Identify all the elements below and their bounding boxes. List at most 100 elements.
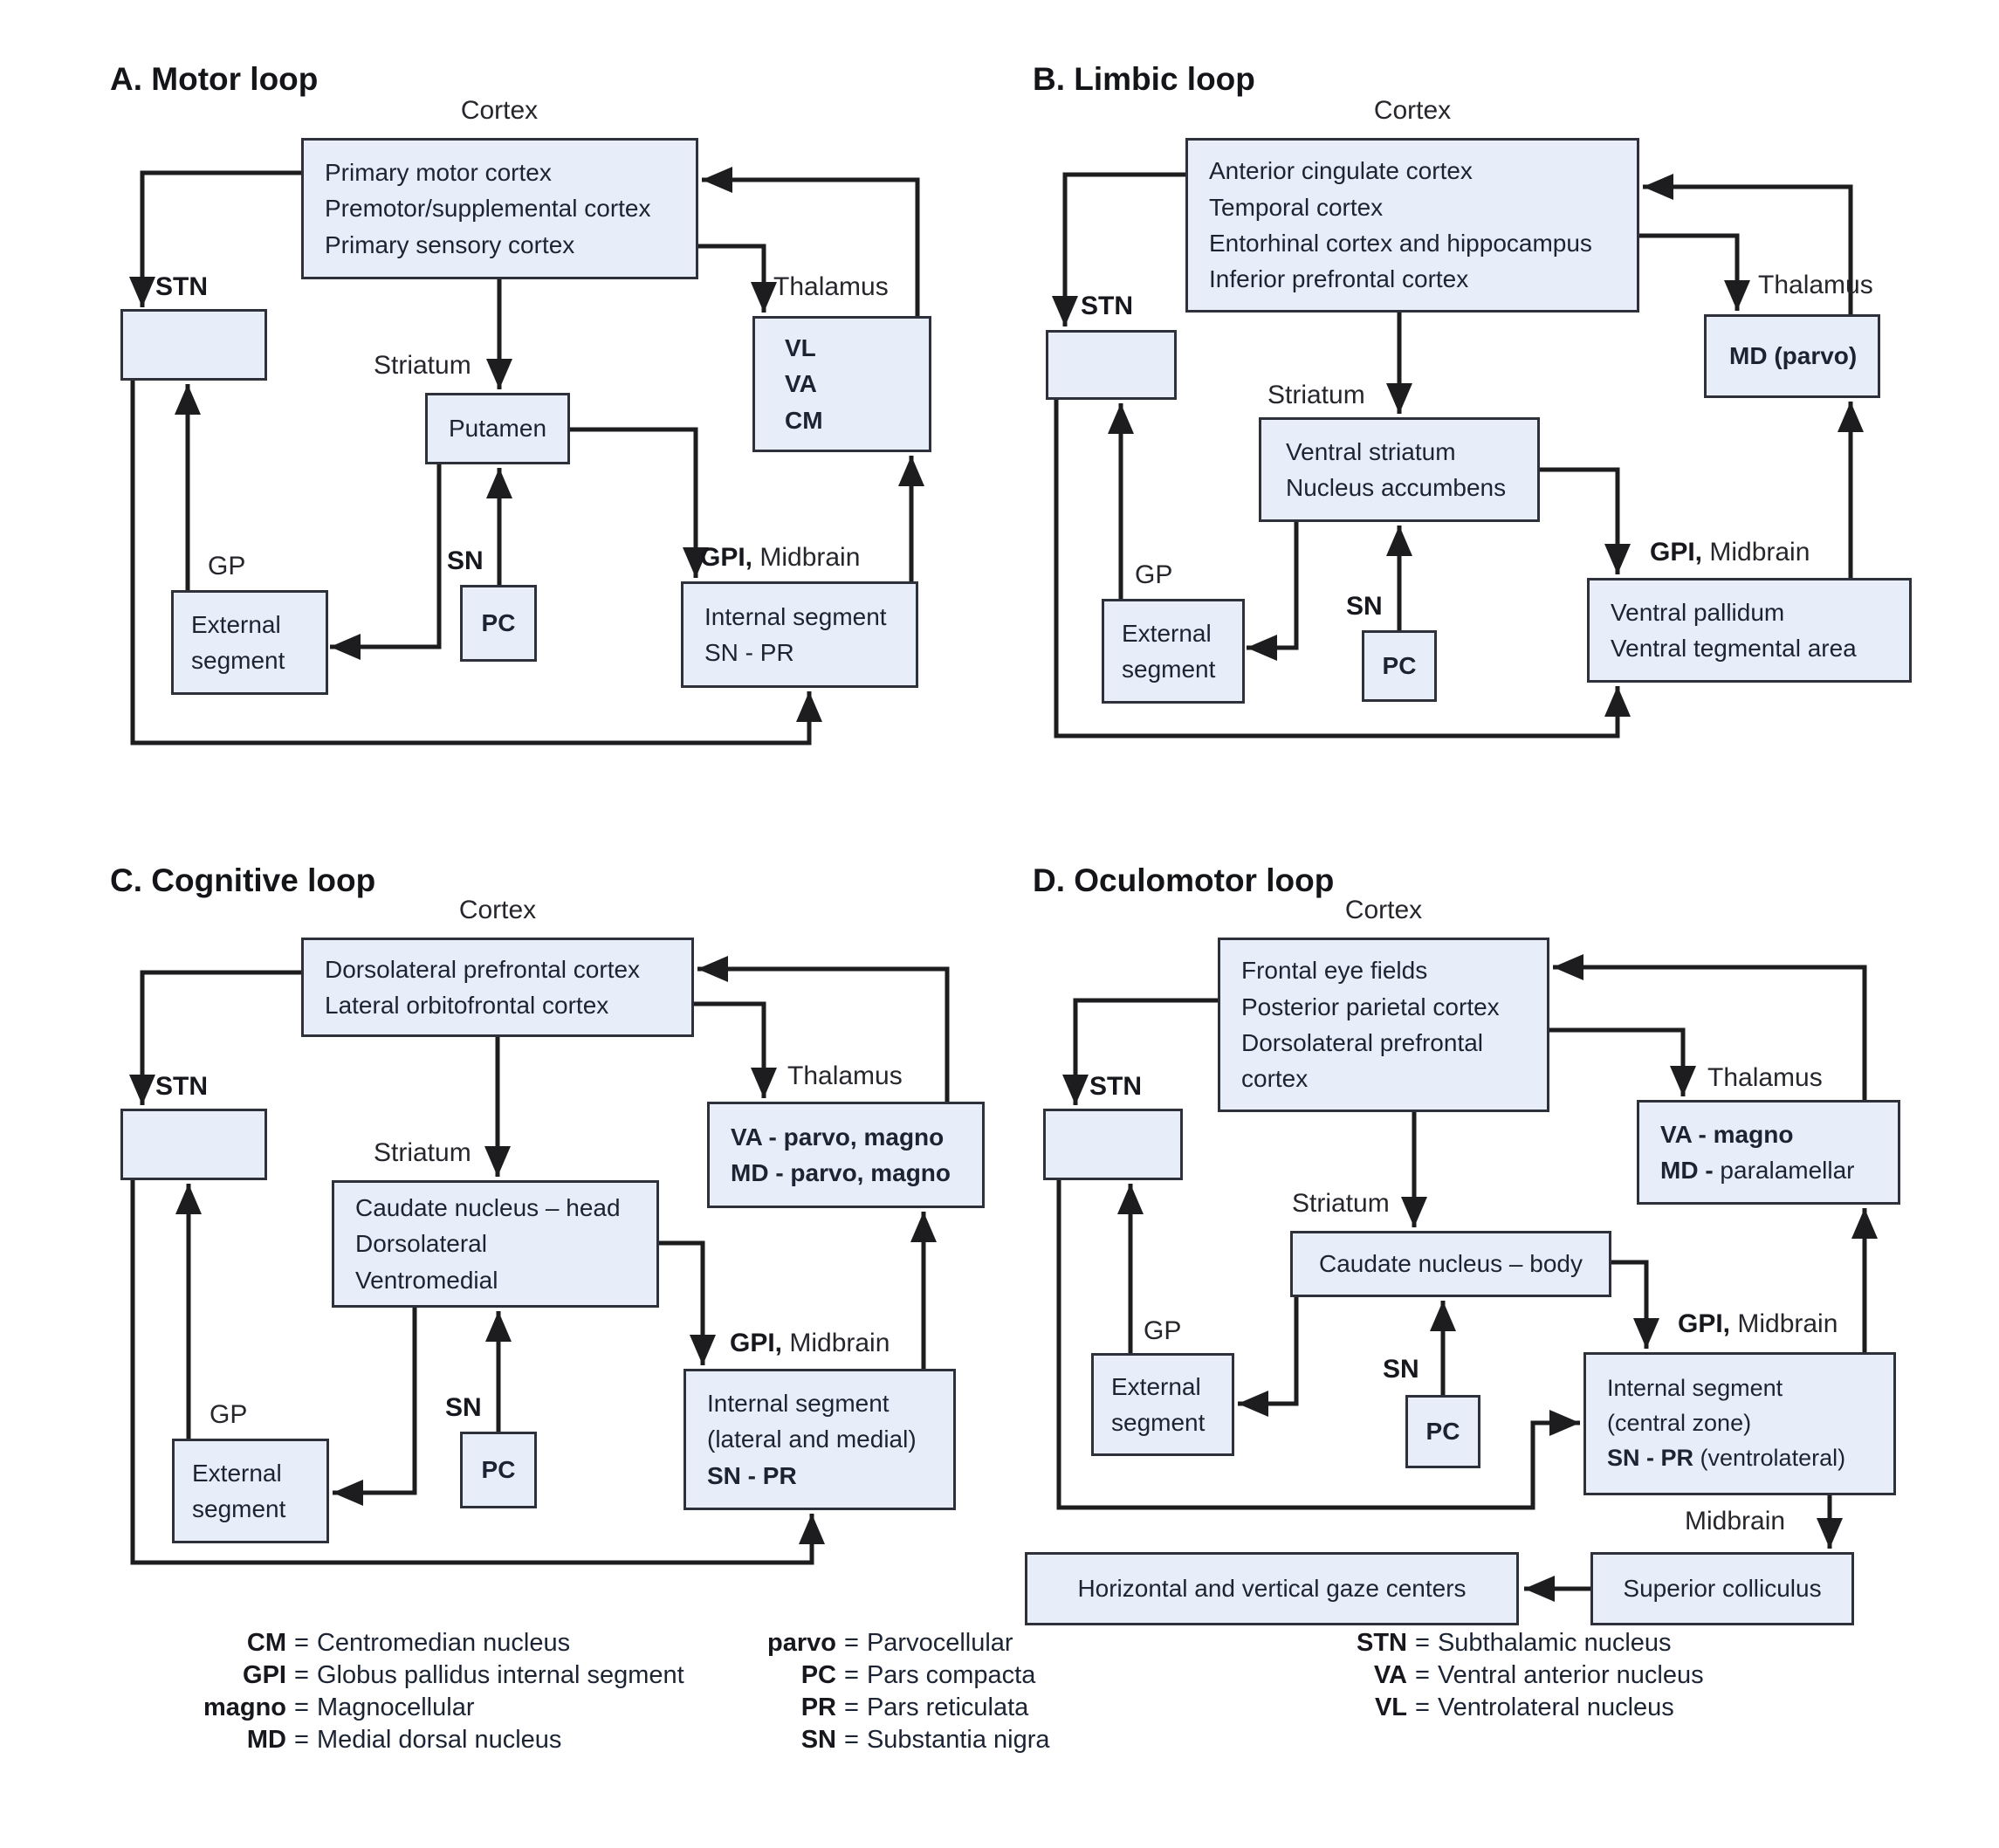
arrow-thalamus-to-cortex-d	[1553, 954, 1867, 1100]
arrow-cortex-to-stn-c	[129, 970, 301, 1105]
legend-def: Magnocellular	[316, 1693, 475, 1721]
arrow-thalamus-to-cortex-a	[702, 167, 920, 316]
legend-term: PC	[800, 1661, 836, 1689]
box-line: VA	[785, 370, 817, 398]
box-line: Internal segment	[704, 602, 887, 630]
cortex-label-c: Cortex	[458, 896, 537, 924]
box-line: Caudate nucleus – head	[355, 1193, 621, 1221]
box-line: Putamen	[448, 415, 547, 443]
legend-term: CM	[246, 1629, 286, 1657]
midbrain-label-d: Midbrain	[1685, 1507, 1786, 1535]
box-line: Ventral tegmental area	[1611, 635, 1857, 662]
pc-box-c: PC	[460, 1432, 537, 1508]
stn-box-a	[120, 309, 267, 381]
gpi-label-b: GPI, Midbrain	[1650, 538, 1810, 567]
legend-term: VA	[1373, 1661, 1407, 1689]
legend-row: VL =Ventrolateral nucleus	[1224, 1693, 1674, 1722]
sn-label-a: SN	[447, 546, 484, 575]
legend-equals: =	[844, 1693, 859, 1721]
sn-label-c: SN	[445, 1393, 482, 1422]
arrow-cortex-to-thalamus-b	[1639, 233, 1750, 311]
thalamus-label-b: Thalamus	[1758, 271, 1873, 299]
gpi-box-c: Internal segment (lateral and medial) SN -…	[684, 1369, 956, 1510]
legend-def: Pars reticulata	[866, 1693, 1029, 1721]
box-line: MD - paralamellar	[1660, 1157, 1855, 1184]
box-line: Anterior cingulate cortex	[1209, 157, 1473, 185]
box-line: Premotor/supplemental cortex	[325, 195, 651, 223]
gpi-label-a: GPI, Midbrain	[700, 543, 860, 573]
arrow-striatum-to-gpi-b	[1540, 467, 1631, 574]
gaze-centers-box-d: Horizontal and vertical gaze centers	[1025, 1552, 1519, 1625]
box-line: Ventromedial	[355, 1266, 498, 1294]
cortex-label-a: Cortex	[460, 96, 539, 125]
gpi-label-rest-a: Midbrain	[752, 543, 861, 572]
legend-term: parvo	[767, 1629, 836, 1657]
box-line: External	[191, 610, 281, 638]
legend-term: magno	[203, 1693, 286, 1721]
legend-equals: =	[1415, 1629, 1430, 1657]
arrow-stn-loop-to-gpi-c	[130, 1180, 825, 1565]
gpi-label-bold-c: GPI,	[730, 1329, 783, 1357]
superior-colliculus-box-d: Superior colliculus	[1590, 1552, 1854, 1625]
box-line: MD - parvo, magno	[731, 1159, 951, 1186]
gpi-label-bold-a: GPI,	[700, 543, 753, 572]
box-line: segment	[192, 1495, 286, 1522]
box-line: External	[1111, 1372, 1201, 1400]
cortex-label-d: Cortex	[1344, 896, 1423, 924]
box-line: Internal segment	[1607, 1375, 1783, 1402]
legend-def: Ventrolateral nucleus	[1437, 1693, 1674, 1721]
box-line: Frontal eye fields	[1241, 957, 1428, 985]
striatum-label-b: Striatum	[1267, 381, 1365, 409]
legend-term: VL	[1374, 1693, 1407, 1721]
legend-equals: =	[1415, 1661, 1430, 1689]
box-line: (central zone)	[1607, 1410, 1752, 1437]
legend-row: PC=Pars compacta	[653, 1661, 1036, 1690]
gpi-box-d: Internal segment(central zone)SN - PR (v…	[1583, 1352, 1896, 1495]
gpe-box-c: External segment	[172, 1439, 329, 1543]
arrow-striatum-to-gpe-b	[1247, 522, 1299, 661]
arrow-cortex-to-stn-b	[1052, 172, 1185, 326]
cortex-label-b: Cortex	[1373, 96, 1452, 125]
legend-row: parvo=Parvocellular	[653, 1629, 1013, 1658]
arrow-cortex-to-thalamus-c	[694, 1001, 777, 1098]
gpi-label-c: GPI, Midbrain	[730, 1329, 890, 1358]
arrow-stn-loop-to-gpi-b	[1054, 400, 1631, 739]
legend-term: GPI	[243, 1661, 286, 1689]
gpi-label-bold-b: GPI,	[1650, 538, 1703, 567]
arrow-striatum-to-gpi-a	[570, 427, 709, 578]
legend-term: PR	[800, 1693, 836, 1721]
box-line: SN - PR	[707, 1461, 797, 1489]
legend-def: Pars compacta	[866, 1661, 1036, 1689]
stn-label-a: STN	[155, 272, 208, 301]
legend-def: Ventral anterior nucleus	[1437, 1661, 1704, 1689]
box-line: Ventral striatum	[1286, 437, 1456, 465]
gpi-label-rest-b: Midbrain	[1702, 538, 1810, 567]
box-line: Internal segment	[707, 1389, 890, 1417]
legend-row: VA =Ventral anterior nucleus	[1224, 1661, 1704, 1690]
legend-equals: =	[294, 1726, 309, 1754]
pc-box-b: PC	[1362, 630, 1437, 702]
arrow-striatum-to-gpe-a	[330, 464, 442, 660]
arrow-thalamus-to-cortex-c	[697, 956, 950, 1102]
box-line: External	[192, 1459, 282, 1487]
legend-equals: =	[1415, 1693, 1430, 1721]
box-line: Inferior prefrontal cortex	[1209, 265, 1469, 293]
box-line: Primary sensory cortex	[325, 230, 575, 258]
box-line: (lateral and medial)	[707, 1426, 917, 1453]
gpi-label-rest-c: Midbrain	[782, 1329, 890, 1357]
striatum-label-a: Striatum	[374, 351, 471, 380]
legend-row: GPI=Globus pallidus internal segment	[103, 1661, 684, 1690]
box-line: CM	[785, 406, 823, 434]
arrow-cortex-to-thalamus-d	[1549, 1027, 1696, 1096]
